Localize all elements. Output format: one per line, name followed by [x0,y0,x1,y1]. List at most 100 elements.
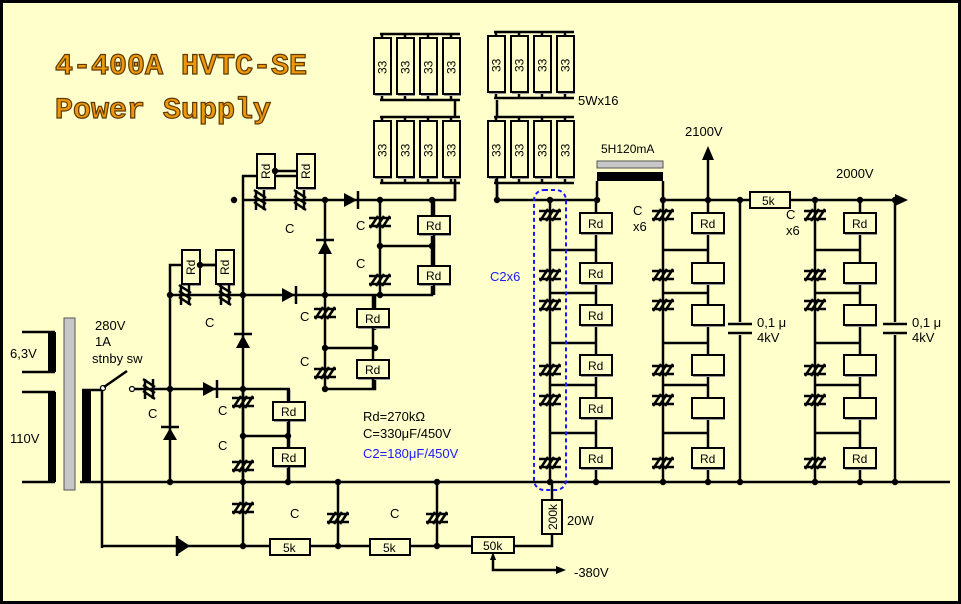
resistor-label: 33 [559,143,573,157]
resistor-body [396,37,415,95]
c2x6-group-outline [533,189,567,491]
resistor-rd: Rd [417,265,451,286]
bias-resistor-5k-2 [369,538,411,556]
cap-hatch [651,456,663,470]
resistor [691,354,725,377]
resistor-rd: Rd [843,212,877,235]
cap-hatch [437,511,449,525]
cap-hatch [538,298,550,312]
cap-hatch [815,363,827,377]
resistor-label: Rd [281,405,296,419]
output-arrow-2000v [895,194,908,206]
resistor-body [533,35,552,93]
electrolytic-capacitor [651,393,675,407]
resistor-body [579,212,613,234]
resistor-label: Rd [588,309,603,323]
output-arrow-2100v [702,146,714,160]
cap-hatch [231,395,243,409]
cap-hatch [293,194,307,206]
resistor-body [843,262,877,284]
cap-hatch [326,511,338,525]
electrolytic-capacitor [538,298,562,312]
resistor-body [843,447,877,469]
junction-dot [704,196,712,204]
junction-dot [811,478,819,486]
cap-hatch [550,456,562,470]
cap-hatch [550,208,562,222]
resistor-label: Rd [588,359,603,373]
cap-hatch [657,268,669,282]
junction-dot [334,542,342,550]
junction-dot [493,196,501,204]
standby-switch[interactable] [99,369,136,393]
cap-hatch [178,289,192,301]
standby-switch-label: stnby sw [92,351,143,366]
cap-hatch [809,393,821,407]
junction-dot [321,385,329,393]
resistor-label: Rd [426,219,441,233]
resistor-rd: 33 [533,35,552,94]
resistor-bank-label: 5Wx16 [578,93,618,108]
diode-6 [316,238,334,254]
output-2100v-label: 2100V [685,124,723,139]
electrolytic-capacitor [803,393,827,407]
resistor-rd: Rd [579,397,613,420]
junction-dot [891,478,899,486]
resistor-rd: 33 [556,35,575,94]
resistor-body [556,120,575,178]
cap-hatch [178,283,192,295]
cap-hatch [657,363,669,377]
primary-winding [48,392,56,482]
resistor-rd: Rd [579,212,613,235]
diode-3 [282,286,298,304]
cap-hatch [544,363,556,377]
electrolytic-capacitor [253,188,267,212]
resistor [843,304,877,327]
cap-hatch [663,298,675,312]
junction-dot [376,196,384,204]
electrolytic-capacitor [142,377,156,401]
cap-hatch [325,366,337,380]
primary-voltage-label: 110V [10,431,40,446]
cap-label: C [205,315,214,330]
resistor-body [373,37,392,95]
resistor-label: 33 [376,60,390,74]
electrolytic-capacitor [803,268,827,282]
resistor-rd: Rd [691,447,725,470]
filter-resistor-label: 5k [762,194,776,208]
junction-dot [659,196,667,204]
resistor-body [579,447,613,469]
cap-hatch [803,393,815,407]
cap-hatch [243,459,255,473]
resistor-rd: Rd [296,153,316,190]
junction-dot [284,432,292,440]
resistor-rd: Rd [256,153,276,190]
resistor-body [215,249,235,285]
junction-dot [811,196,819,204]
film-cap-1-voltage: 4kV [757,330,780,345]
diode-5 [344,191,360,209]
diode-1 [203,380,219,398]
junction-dot [891,196,899,204]
resistor-body [510,120,529,178]
cap-hatch [538,456,550,470]
cap-hatch [142,383,156,395]
choke-label: 5H120mA [601,142,654,156]
resistor-rd: 33 [533,120,552,179]
electrolytic-capacitor [538,456,562,470]
bleeder-label: 200k [546,503,560,530]
resistor-label: 33 [559,58,573,72]
cap-hatch [142,389,156,401]
electrolytic-capacitor [651,456,675,470]
cap-hatch [663,363,675,377]
resistor-rd: 33 [487,35,506,94]
cap-hatch [218,289,232,301]
resistor-rd: 33 [373,120,392,179]
junction-dot [433,478,441,486]
junction-dot [428,242,436,250]
secondary-winding [82,390,91,482]
cap-hatch [243,395,255,409]
junction-dot [321,291,329,299]
cap-hatch [544,268,556,282]
